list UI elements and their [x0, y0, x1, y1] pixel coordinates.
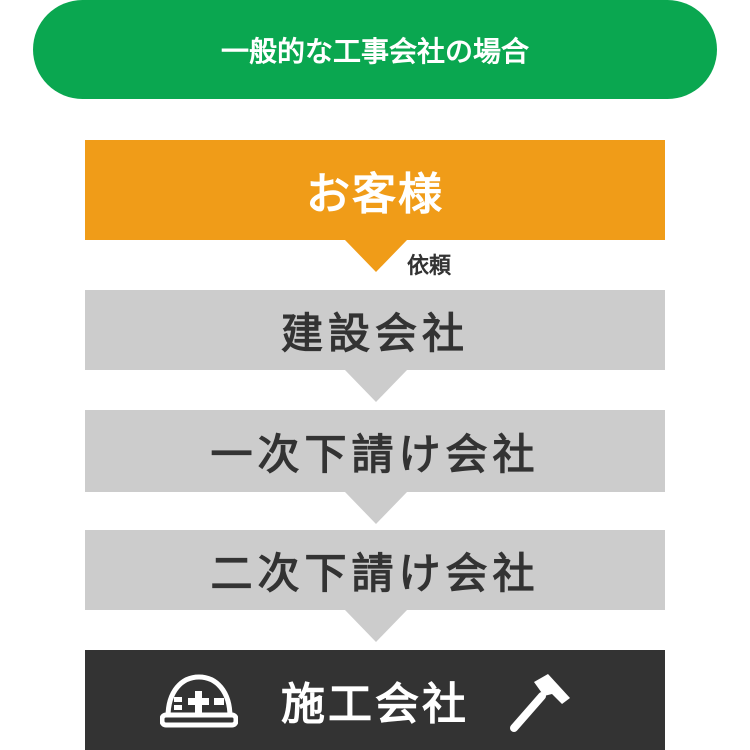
flow-arrow-icon: [345, 370, 407, 402]
first-sub-box: 一次下請け会社: [85, 410, 665, 492]
first-sub-label: 一次下請け会社: [210, 429, 540, 479]
helmet-icon: [160, 674, 238, 728]
flow-arrow-icon: [345, 492, 407, 524]
flow-arrow-icon: [345, 610, 407, 642]
header-banner: 一般的な工事会社の場合: [33, 0, 717, 99]
second-sub-label: 二次下請け会社: [210, 548, 540, 598]
header-title: 一般的な工事会社の場合: [220, 34, 529, 68]
customer-label: お客様: [306, 169, 444, 220]
second-sub-box: 二次下請け会社: [85, 530, 665, 610]
executor-label: 施工会社: [281, 679, 469, 730]
request-arrow-icon: [345, 240, 407, 272]
request-label: 依頼: [407, 254, 452, 279]
contractor-label: 建設会社: [280, 308, 469, 358]
customer-box: お客様: [85, 140, 665, 240]
contractor-box: 建設会社: [85, 290, 665, 370]
hammer-icon: [510, 674, 570, 732]
